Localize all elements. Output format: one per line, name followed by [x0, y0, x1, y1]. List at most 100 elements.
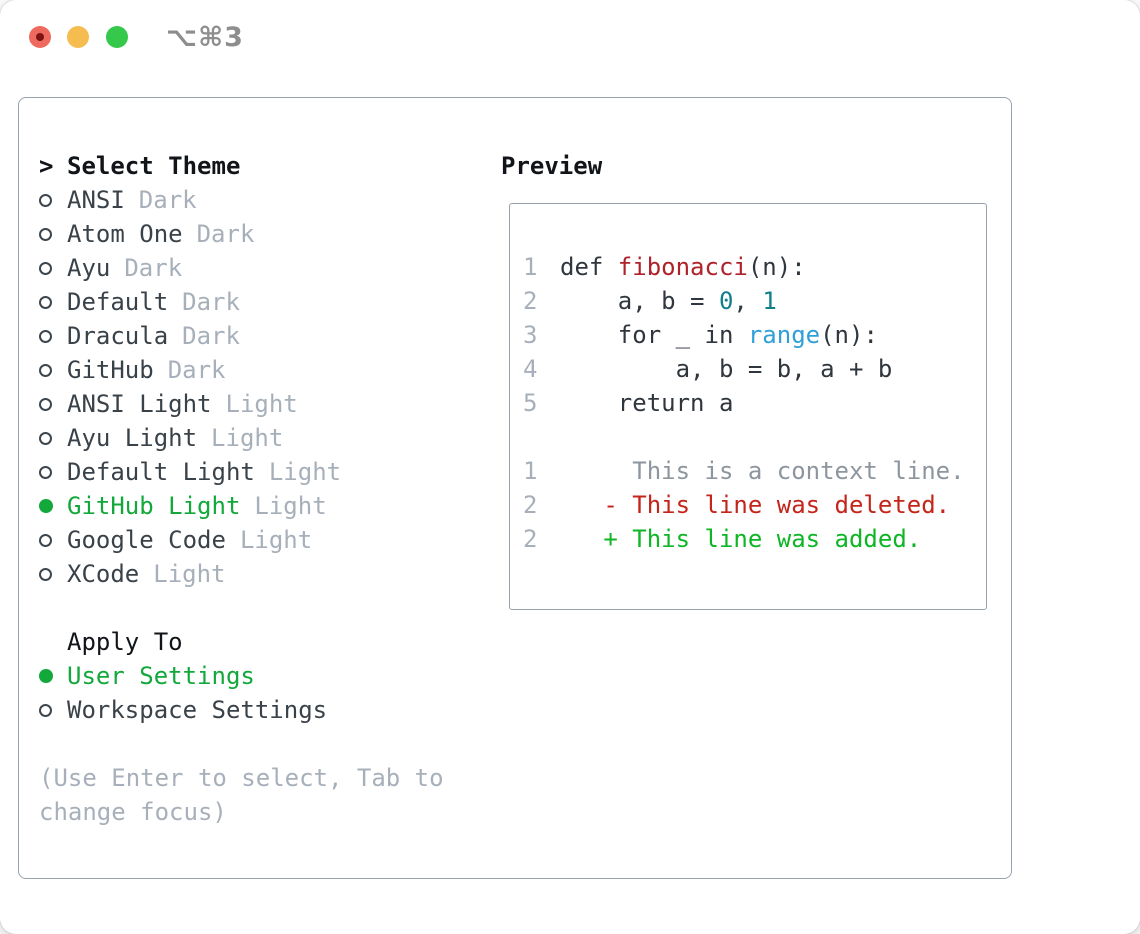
diff-added-line: 2 + This line was added.	[523, 522, 978, 556]
radio-unselected-icon	[39, 295, 52, 309]
theme-option[interactable]: Default Dark	[39, 285, 489, 319]
radio-unselected-icon	[39, 397, 52, 411]
line-number: 1	[523, 253, 538, 281]
option-label: ANSI Light	[67, 390, 212, 418]
option-variant-label: Dark	[182, 288, 240, 316]
theme-option[interactable]: Dracula Dark	[39, 319, 489, 353]
option-label: XCode	[67, 560, 140, 588]
marker-column	[39, 295, 67, 309]
help-text: (Use Enter to select, Tab to change focu…	[39, 764, 444, 826]
line-number: 5	[523, 389, 538, 417]
apply-to-option[interactable]: Workspace Settings	[39, 693, 489, 727]
option-variant-label: Light	[211, 424, 284, 452]
select-theme-label: Select Theme	[67, 152, 241, 180]
blank-line	[523, 420, 978, 454]
radio-selected-icon	[39, 669, 53, 683]
apply-to-option[interactable]: User Settings	[39, 659, 489, 693]
line-number: 3	[523, 321, 538, 349]
code-segment: (n):	[820, 321, 878, 349]
line-number: 1	[523, 457, 538, 485]
code-segment: a, b = b, a + b	[560, 355, 893, 383]
theme-option[interactable]: Default Light Light	[39, 455, 489, 489]
marker-column	[39, 261, 67, 275]
titlebar: ⌥⌘3	[0, 0, 1140, 75]
option-variant-label: Light	[239, 526, 313, 554]
option-label: Default	[67, 288, 169, 316]
code-segment: ,	[733, 287, 763, 315]
code-segment: return a	[560, 389, 734, 417]
window-title-shortcut: ⌥⌘3	[166, 22, 244, 53]
code-segment: (n):	[747, 253, 806, 281]
option-label: User Settings	[67, 662, 255, 690]
radio-unselected-icon	[39, 329, 52, 343]
radio-unselected-icon	[39, 227, 52, 241]
marker-column	[39, 533, 67, 547]
theme-option[interactable]: XCode Light	[39, 557, 489, 591]
theme-option[interactable]: Atom One Dark	[39, 217, 489, 251]
code-segment: fibonacci	[617, 253, 748, 281]
option-variant-label: Light	[225, 390, 298, 418]
option-variant-label: Light	[153, 560, 226, 588]
option-label: Ayu	[67, 254, 111, 282]
code-line: 3 for _ in range(n):	[523, 318, 978, 352]
code-segment: - This line was deleted.	[560, 491, 951, 519]
minimize-button[interactable]	[67, 26, 89, 48]
radio-unselected-icon	[39, 261, 52, 275]
radio-unselected-icon	[39, 703, 52, 717]
marker-column	[39, 499, 67, 513]
theme-option[interactable]: Ayu Light Light	[39, 421, 489, 455]
diff-context-line: 1 This is a context line.	[523, 454, 978, 488]
option-label: Google Code	[67, 526, 226, 554]
diff-deleted-line: 2 - This line was deleted.	[523, 488, 978, 522]
theme-option[interactable]: ANSI Light Light	[39, 387, 489, 421]
option-label: Workspace Settings	[67, 696, 328, 724]
marker-column	[39, 329, 67, 343]
theme-option[interactable]: Google Code Light	[39, 523, 489, 557]
option-variant-label: Light	[254, 492, 327, 520]
apply-to-label: Apply To	[67, 628, 183, 656]
line-number: 2	[523, 287, 538, 315]
marker-column	[39, 193, 67, 207]
code-segment: for _ in	[560, 321, 748, 349]
radio-unselected-icon	[39, 431, 52, 445]
option-variant-label: Dark	[182, 322, 240, 350]
theme-option[interactable]: ANSI Dark	[39, 183, 489, 217]
code-line: 5 return a	[523, 386, 978, 420]
code-line: 2 a, b = 0, 1	[523, 284, 978, 318]
option-variant-label: Light	[268, 458, 342, 486]
option-label: Atom One	[67, 220, 183, 248]
line-number: 2	[523, 525, 538, 553]
code-segment: + This line was added.	[560, 525, 922, 553]
option-variant-label: Dark	[138, 186, 197, 214]
marker-column	[39, 567, 67, 581]
code-segment: 0	[718, 287, 734, 315]
close-dot-icon	[36, 33, 44, 41]
option-label: Ayu Light	[67, 424, 198, 452]
option-label: Dracula	[67, 322, 169, 350]
marker-column	[39, 227, 67, 241]
line-number: 2	[523, 491, 538, 519]
marker-column	[39, 669, 67, 683]
option-variant-label: Dark	[196, 220, 255, 248]
code-segment: This is a context line.	[560, 457, 965, 485]
preview-label: Preview	[501, 152, 603, 180]
radio-selected-icon	[39, 499, 53, 513]
marker-column	[39, 465, 67, 479]
close-button[interactable]	[29, 26, 51, 48]
radio-unselected-icon	[39, 193, 52, 207]
option-label: ANSI	[67, 186, 125, 214]
radio-unselected-icon	[39, 567, 52, 581]
zoom-button[interactable]	[106, 26, 128, 48]
apply-to-header: Apply To	[39, 625, 489, 659]
option-label: Default Light	[67, 458, 255, 486]
